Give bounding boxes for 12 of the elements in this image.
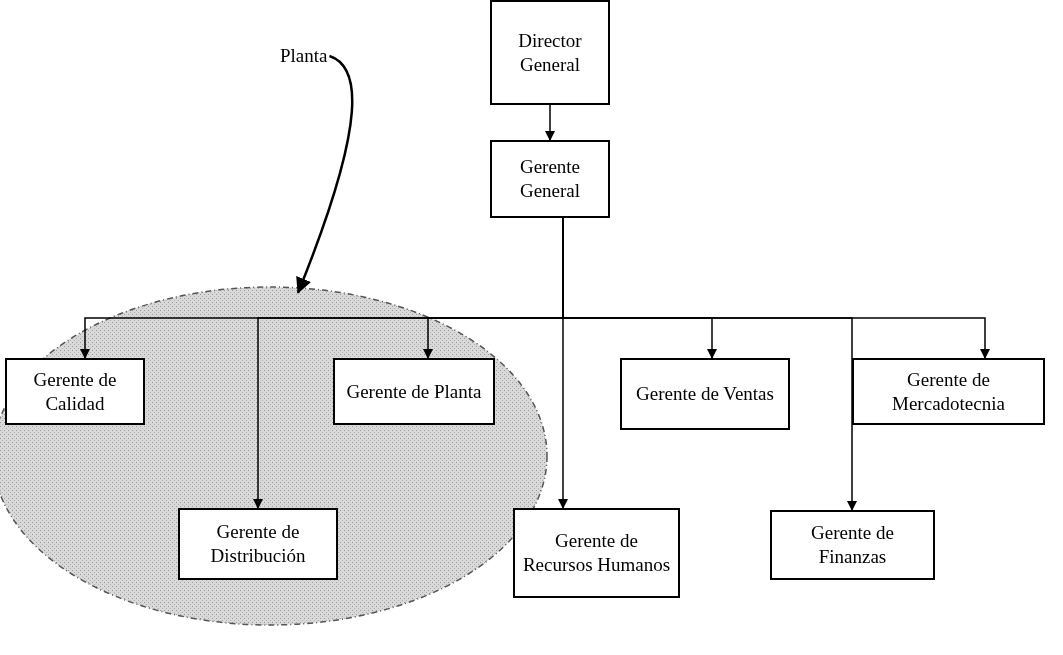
callout-label: Planta xyxy=(280,45,328,66)
org-chart-box: Gerente General xyxy=(490,140,610,218)
org-chart-box: Gerente de Calidad xyxy=(5,358,145,425)
leader-arrow xyxy=(296,54,354,294)
org-chart-box: Gerente de Distribución xyxy=(178,508,338,580)
org-chart-box: Gerente de Recursos Humanos xyxy=(513,508,680,598)
org-chart-box: Gerente de Planta xyxy=(333,358,495,425)
org-chart-box: Gerente de Mercadotecnia xyxy=(852,358,1045,425)
org-chart-box: Gerente de Finanzas xyxy=(770,510,935,580)
org-chart-box: Gerente de Ventas xyxy=(620,358,790,430)
connector-arrow xyxy=(545,104,555,141)
org-chart-box: Director General xyxy=(490,0,610,105)
